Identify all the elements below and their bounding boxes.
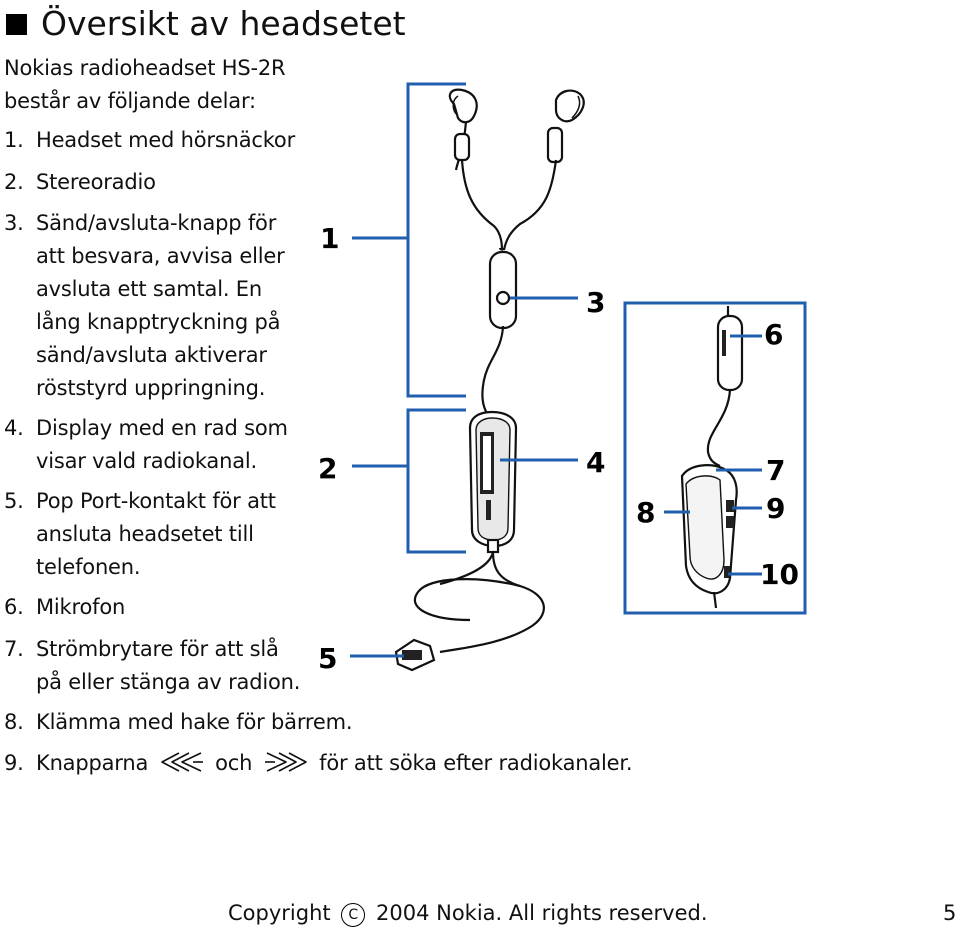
seek-back-icon bbox=[160, 752, 203, 772]
callout-9: 9 bbox=[766, 492, 786, 525]
intro-text: Nokias radioheadset HS-2R består av följ… bbox=[4, 56, 286, 113]
callout-8: 8 bbox=[636, 496, 656, 529]
pop-port-cable bbox=[394, 551, 545, 672]
item9-post: för att söka efter radiokanaler. bbox=[319, 751, 633, 775]
headset-earbuds bbox=[448, 88, 585, 251]
page-heading: Översikt av headsetet bbox=[6, 4, 406, 44]
callout-4: 4 bbox=[586, 446, 606, 479]
callout-7: 7 bbox=[766, 454, 786, 487]
bracket-1 bbox=[406, 82, 466, 398]
item9-pre: Knapparna bbox=[36, 751, 149, 775]
copyright-footer: Copyright C 2004 Nokia. All rights reser… bbox=[228, 898, 708, 928]
callout-6: 6 bbox=[764, 318, 784, 351]
seek-forward-icon bbox=[264, 752, 307, 772]
stereo-radio bbox=[468, 410, 518, 554]
send-end-button bbox=[481, 250, 518, 419]
callout-5: 5 bbox=[318, 642, 338, 675]
callout-2: 2 bbox=[318, 452, 338, 485]
microphone-unit bbox=[706, 306, 744, 467]
frame-6-10 bbox=[623, 301, 807, 615]
copyright-post: 2004 Nokia. All rights reserved. bbox=[376, 901, 708, 925]
page-number: 5 bbox=[943, 901, 957, 925]
bracket-2 bbox=[406, 408, 466, 554]
callout-3: 3 bbox=[586, 286, 606, 319]
copyright-pre: Copyright bbox=[228, 901, 331, 925]
callout-10: 10 bbox=[760, 558, 799, 591]
copyright-icon: C bbox=[341, 903, 366, 927]
heading-square-bullet bbox=[6, 13, 27, 35]
heading-text: Översikt av headsetet bbox=[41, 4, 406, 43]
radio-side-view bbox=[680, 464, 738, 609]
item9-mid: och bbox=[215, 751, 253, 775]
callout-1: 1 bbox=[320, 222, 340, 255]
callout-lines bbox=[350, 82, 807, 658]
